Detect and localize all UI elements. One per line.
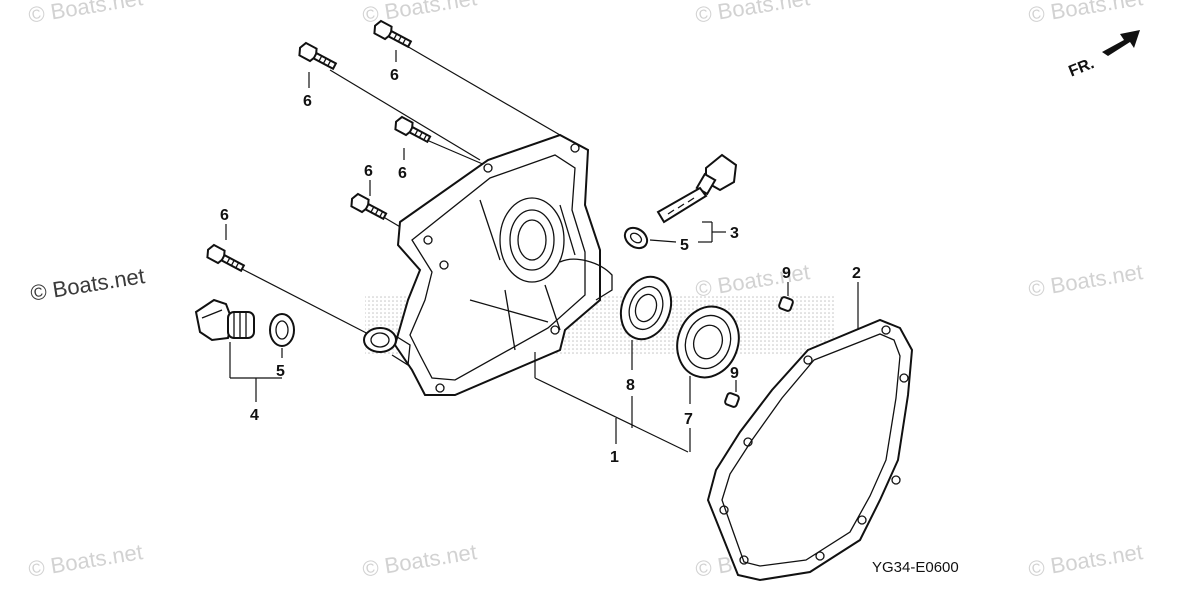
oil-filler-plug xyxy=(194,298,255,342)
callout-8: 8 xyxy=(626,377,635,394)
callout-1: 1 xyxy=(610,449,619,466)
callout-6: 6 xyxy=(390,67,399,84)
callout-leaders xyxy=(225,50,859,453)
oil-seal xyxy=(676,305,740,379)
dowel-pin xyxy=(778,296,794,312)
flange-bolts xyxy=(206,19,432,273)
bolt xyxy=(373,19,413,49)
ball-bearing xyxy=(619,275,673,341)
drawing-code: YG34-E0600 xyxy=(872,559,959,576)
bolt xyxy=(394,115,432,144)
bolt xyxy=(350,192,388,221)
dowel-pin xyxy=(724,392,740,408)
callout-2: 2 xyxy=(852,265,861,282)
crankcase-cover xyxy=(363,133,613,396)
callout-labels: 6 6 6 6 6 5 4 5 3 8 7 1 9 9 2 xyxy=(220,67,861,466)
callout-6: 6 xyxy=(398,165,407,182)
callout-9: 9 xyxy=(730,365,739,382)
front-direction-arrow-icon: FR. xyxy=(1066,30,1140,81)
bolt xyxy=(298,41,338,71)
callout-3: 3 xyxy=(730,225,739,242)
callout-7: 7 xyxy=(684,411,693,428)
dipstick-o-ring xyxy=(623,226,649,250)
callout-5: 5 xyxy=(680,237,689,254)
callout-6: 6 xyxy=(364,163,373,180)
callout-5: 5 xyxy=(276,363,285,380)
oil-dipstick xyxy=(656,153,738,224)
callout-6: 6 xyxy=(220,207,229,224)
o-ring-washer xyxy=(269,313,295,347)
callout-6: 6 xyxy=(303,93,312,110)
callout-4: 4 xyxy=(250,407,259,424)
front-direction-label: FR. xyxy=(1066,55,1096,80)
bolt xyxy=(206,243,246,273)
case-cover-gasket xyxy=(706,318,914,582)
callout-9: 9 xyxy=(782,265,791,282)
